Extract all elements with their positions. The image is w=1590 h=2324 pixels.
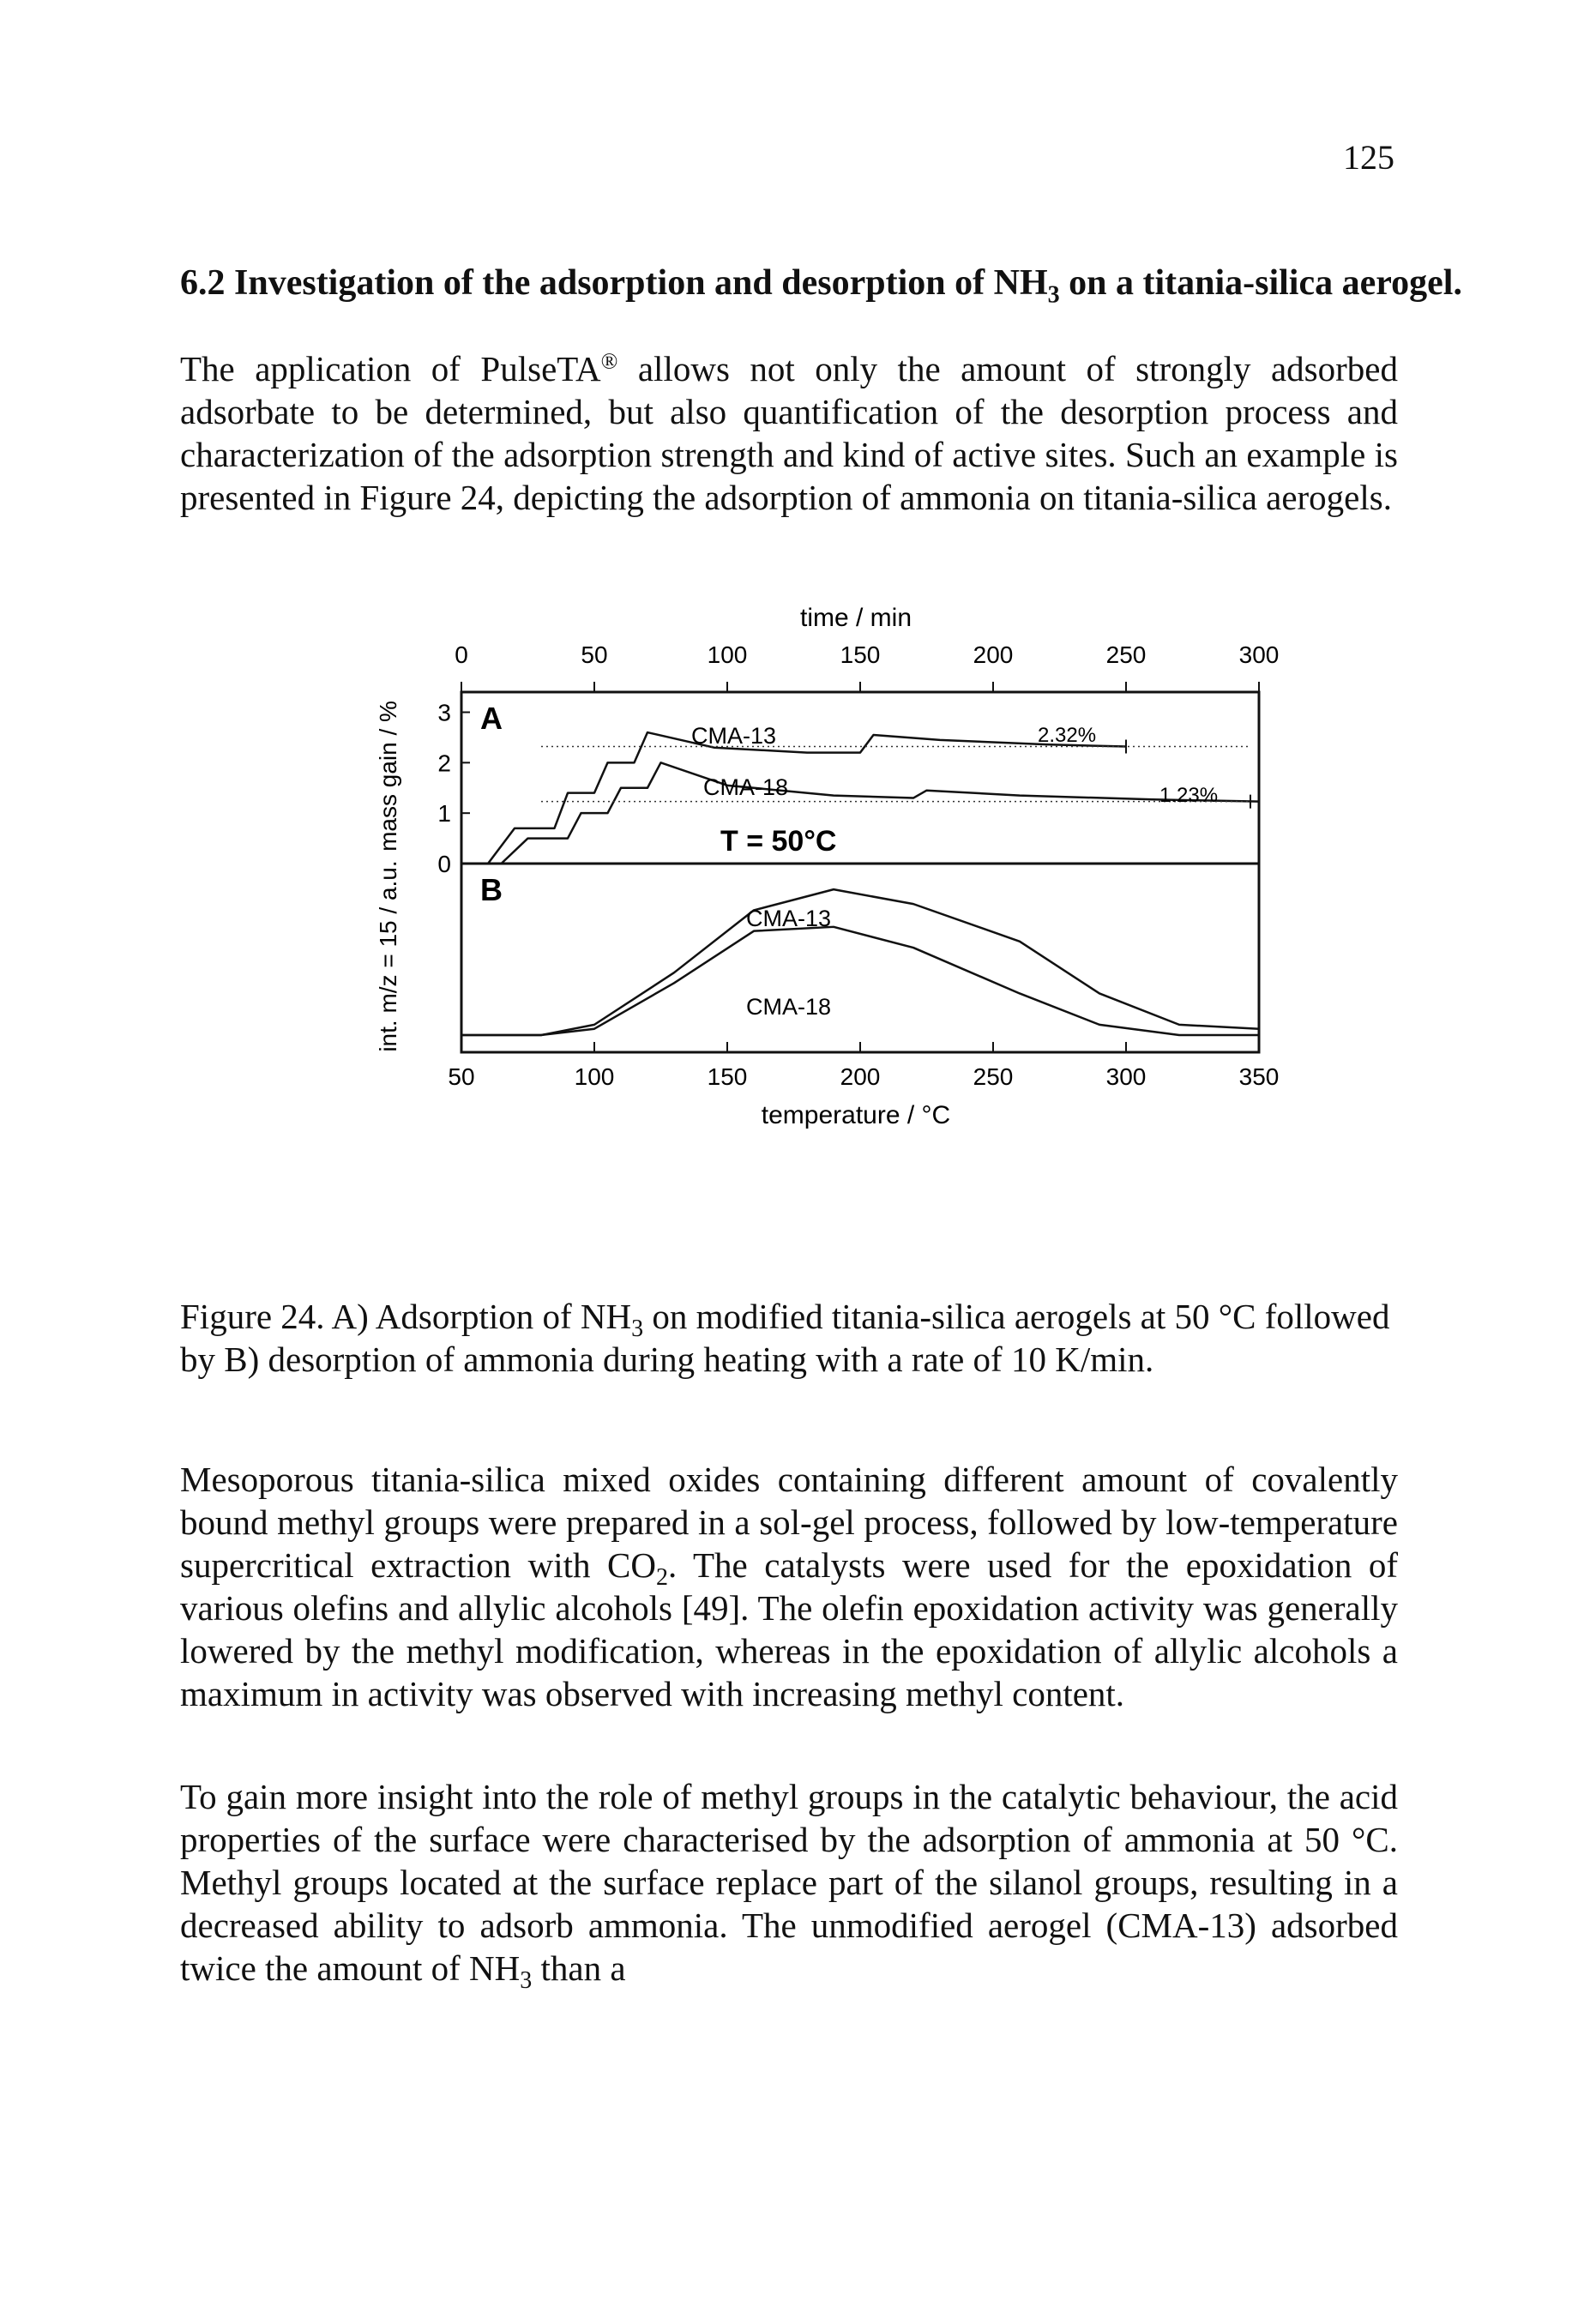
temperature-annotation: T = 50°C xyxy=(720,825,837,858)
co2-subscript: 2 xyxy=(655,1564,668,1592)
paragraph-mesoporous-text-cont: . The catalysts were used for the epoxid… xyxy=(180,1545,1398,1713)
caption-text-cont: on modified titania-silica aerogels at 5… xyxy=(180,1297,1390,1379)
section-heading: 6.2 Investigation of the adsorption and … xyxy=(180,262,1475,307)
panel-a-y-label: mass gain / % xyxy=(375,701,401,852)
registered-mark: ® xyxy=(600,348,618,374)
paragraph-intro-text: The application of PulseTA xyxy=(180,349,601,388)
paragraph-insight: To gain more insight into the role of me… xyxy=(180,1775,1398,1993)
top-tick-label: 100 xyxy=(708,641,748,668)
figure-plot: time / min 0 50 100 150 200 250 300 A 0 1 2 3 mas… xyxy=(375,604,1280,1129)
series-label-cma18-b: CMA-18 xyxy=(746,994,831,1020)
series-line-b-cma-13 xyxy=(461,888,1260,1037)
paragraph-mesoporous-text: Mesoporous titania-silica mixed oxides c… xyxy=(180,1460,1398,1585)
bottom-tick-label: 200 xyxy=(840,1063,881,1090)
panel-b-series xyxy=(461,888,1260,1037)
paragraph-intro: The application of PulseTA® allows not o… xyxy=(180,347,1398,519)
bottom-tick-label: 250 xyxy=(973,1063,1014,1090)
end-label-cma13: 2.32% xyxy=(1038,724,1096,747)
caption-text: Figure 24. A) Adsorption of NH xyxy=(180,1297,632,1336)
top-tick-label: 50 xyxy=(581,641,607,668)
series-line-cma-18 xyxy=(461,762,1260,865)
series-label-cma13-a: CMA-13 xyxy=(691,723,776,749)
top-axis-ticks: 0 50 100 150 200 250 300 xyxy=(455,641,1280,694)
series-line-cma-13 xyxy=(461,731,1127,865)
paragraph-mesoporous: Mesoporous titania-silica mixed oxides c… xyxy=(180,1458,1398,1715)
panel-b-label: B xyxy=(480,872,503,907)
bottom-tick-label: 150 xyxy=(708,1063,748,1090)
panel-a-y-tick-label: 1 xyxy=(437,800,451,827)
top-tick-label: 300 xyxy=(1239,641,1280,668)
top-axis-title: time / min xyxy=(800,604,912,632)
section-number: 6.2 xyxy=(180,263,226,303)
bottom-tick-label: 350 xyxy=(1239,1063,1280,1090)
series-line-b-cma-18 xyxy=(461,925,1259,1037)
figure-24: time / min 0 50 100 150 200 250 300 A 0 1 2 3 mas… xyxy=(369,596,1312,1256)
page-number: 125 xyxy=(1343,138,1394,177)
section-title-subscript: 3 xyxy=(1047,281,1060,309)
panel-a-y-tick-label: 2 xyxy=(437,750,451,776)
end-label-cma18: 1.23% xyxy=(1159,784,1218,807)
nh3-subscript: 3 xyxy=(520,1967,533,1995)
section-title-pre: Investigation of the adsorption and deso… xyxy=(234,263,1048,303)
top-tick-label: 200 xyxy=(973,641,1014,668)
panel-a-y-ticks: 0 1 2 3 xyxy=(437,700,470,877)
panel-a-label: A xyxy=(480,701,503,736)
bottom-tick-label: 50 xyxy=(448,1063,474,1090)
paragraph-intro-text-cont: allows not only the amount of strongly a… xyxy=(180,349,1398,517)
paragraph-insight-text: To gain more insight into the role of me… xyxy=(180,1777,1398,1988)
figure-caption: Figure 24. A) Adsorption of NH3 on modif… xyxy=(180,1295,1398,1381)
paragraph-insight-text-cont: than a xyxy=(532,1948,626,1988)
bottom-tick-label: 100 xyxy=(575,1063,615,1090)
bottom-tick-label: 300 xyxy=(1106,1063,1147,1090)
top-tick-label: 150 xyxy=(840,641,881,668)
series-label-cma13-b: CMA-13 xyxy=(746,906,831,931)
series-label-cma18-a: CMA-18 xyxy=(703,774,788,800)
caption-subscript: 3 xyxy=(631,1316,644,1343)
section-title-post: on a titania-silica aerogel. xyxy=(1059,263,1462,303)
panel-a-y-tick-label: 3 xyxy=(437,700,451,726)
bottom-axis-ticks: 50 100 150 200 250 300 350 xyxy=(448,1042,1279,1090)
bottom-axis-title: temperature / °C xyxy=(762,1101,950,1129)
top-tick-label: 250 xyxy=(1106,641,1147,668)
panel-a-series xyxy=(461,731,1260,865)
panel-b-y-label: int. m/z = 15 / a.u. xyxy=(375,860,401,1051)
top-tick-label: 0 xyxy=(455,641,468,668)
panel-a-y-tick-label: 0 xyxy=(437,851,451,877)
